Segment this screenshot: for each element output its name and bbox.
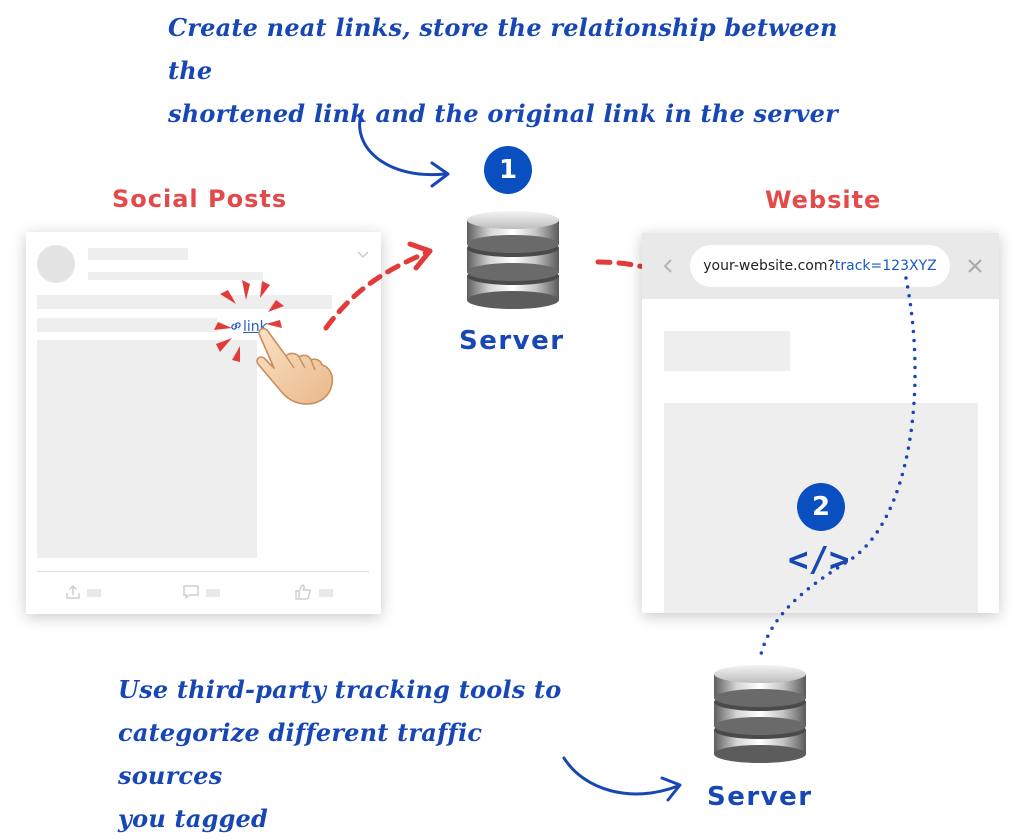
dashed-arrow-social-to-server [323, 241, 433, 331]
thumbs-up-icon[interactable] [293, 582, 313, 602]
link-icon [231, 322, 241, 330]
url-track-param: track=123XYZ [834, 258, 937, 274]
social-post-card: link [26, 232, 381, 614]
top-annotation-line-2: shortened link and the original link in … [168, 99, 838, 128]
bottom-server-label: Server [707, 782, 813, 812]
share-icon[interactable] [64, 583, 82, 601]
bottom-annotation: Use third-party tracking tools to catego… [118, 668, 578, 840]
bottom-annotation-line-3: you tagged [118, 804, 269, 833]
author-name-placeholder [88, 248, 188, 260]
top-curved-arrow [358, 110, 450, 188]
bottom-annotation-line-1: Use third-party tracking tools to [118, 675, 562, 704]
dropdown-chevron-down-icon[interactable] [356, 250, 370, 260]
close-icon[interactable] [967, 258, 983, 274]
page-heading-placeholder [664, 331, 790, 371]
post-text-line-1 [37, 295, 332, 309]
top-server-label: Server [459, 326, 565, 356]
post-meta-placeholder [88, 272, 263, 280]
comment-count-placeholder [206, 589, 220, 597]
avatar [37, 245, 75, 283]
back-chevron-left-icon[interactable] [662, 258, 674, 274]
tracking-dotted-line [758, 276, 917, 660]
bottom-curved-arrow [562, 756, 682, 802]
social-posts-title: Social Posts [112, 185, 288, 213]
post-divider [37, 571, 369, 572]
pointing-hand-icon [256, 327, 334, 405]
step-two-badge: 2 [797, 483, 845, 531]
address-bar[interactable]: your-website.com?track=123XYZ [690, 245, 950, 287]
post-image-placeholder [37, 340, 257, 558]
top-server-icon [467, 211, 559, 309]
url-base: your-website.com? [703, 258, 835, 274]
bottom-server-icon [714, 665, 806, 763]
step-one-badge: 1 [484, 146, 532, 194]
top-annotation-line-1: Create neat links, store the relationshi… [168, 13, 838, 85]
comment-icon[interactable] [182, 583, 200, 601]
code-tag-icon: </> [788, 540, 850, 580]
like-count-placeholder [319, 589, 333, 597]
post-text-line-2 [37, 318, 217, 332]
website-title: Website [765, 186, 882, 214]
click-burst-marks [214, 280, 284, 362]
share-count-placeholder [87, 589, 101, 597]
bottom-annotation-line-2: categorize different traffic sources [118, 718, 483, 790]
top-annotation: Create neat links, store the relationshi… [168, 6, 868, 135]
